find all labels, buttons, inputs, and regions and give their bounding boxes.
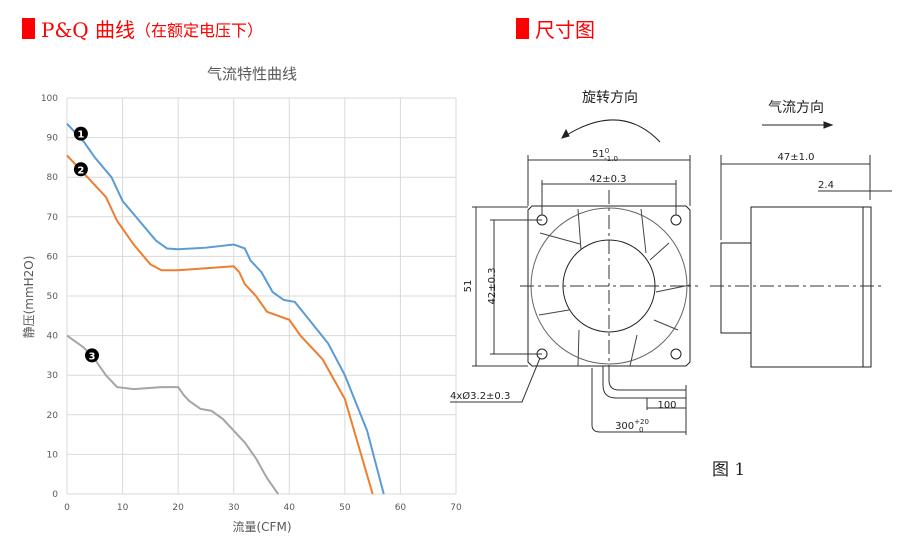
series-line-2 xyxy=(66,154,374,495)
x-tick-label: 10 xyxy=(117,503,129,513)
dim-mount-holes: 4xØ3.2±0.3 xyxy=(450,390,510,402)
y-tick-label: 20 xyxy=(47,411,59,421)
x-tick-label: 50 xyxy=(339,503,351,513)
y-tick-label: 40 xyxy=(47,332,59,342)
rotation-label: 旋转方向 xyxy=(582,90,638,106)
x-axis-label: 流量(CFM) xyxy=(233,520,292,534)
dim-width: 510-1.0 xyxy=(592,147,618,163)
pq-subtitle: （在额定电压下） xyxy=(135,20,264,40)
dimension-drawing: 旋转方向 气流方向 510-1.0 42±0.3 51 42±0.3 4xØ3.… xyxy=(450,90,892,435)
dim-hole-spacing: 42±0.3 xyxy=(589,174,626,185)
x-tick-label: 30 xyxy=(228,503,240,513)
y-tick-label: 50 xyxy=(47,292,59,302)
y-tick-label: 90 xyxy=(47,134,59,144)
y-tick-label: 100 xyxy=(41,94,58,104)
dim-strip-length: 100 xyxy=(657,400,676,411)
series-line-1 xyxy=(66,123,385,495)
dimension-title: 尺寸图 xyxy=(535,18,595,42)
y-tick-label: 70 xyxy=(47,213,59,223)
x-tick-label: 70 xyxy=(450,503,462,513)
y-tick-label: 10 xyxy=(47,450,59,460)
pq-title: P&Q 曲线 xyxy=(41,18,136,42)
rotation-arrow-icon xyxy=(561,119,661,143)
y-tick-label: 30 xyxy=(47,371,59,381)
dim-height: 51 xyxy=(463,280,474,293)
x-tick-label: 40 xyxy=(284,503,296,513)
series-marker-2 xyxy=(73,162,88,177)
rotation-arrowhead xyxy=(561,128,570,139)
series-label-3: 3 xyxy=(89,351,96,362)
y-tick-label: 0 xyxy=(52,490,58,500)
series-marker-1 xyxy=(73,126,88,141)
dimension-heading: 尺寸图 xyxy=(516,14,595,43)
dim-flange: 2.4 xyxy=(818,180,834,191)
dim-depth: 47±1.0 xyxy=(777,152,814,163)
heading-marker xyxy=(516,18,529,39)
pq-chart: 气流特性曲线 0 10 20 30 40 50 60 70 80 90 100 0 10 20 30 40 50… xyxy=(22,65,462,534)
series-marker-3 xyxy=(85,348,100,363)
pq-heading: P&Q 曲线 （在额定电压下） xyxy=(22,14,263,43)
y-axis-label: 静压(mmH2O) xyxy=(22,256,36,339)
series-line-3 xyxy=(66,334,279,495)
x-tick-label: 20 xyxy=(172,503,184,513)
x-tick-label: 60 xyxy=(395,503,407,513)
y-tick-label: 60 xyxy=(47,252,59,262)
y-tick-label: 80 xyxy=(47,173,59,183)
chart-title: 气流特性曲线 xyxy=(207,65,297,83)
figure-caption: 图 1 xyxy=(712,460,746,480)
x-tick-label: 0 xyxy=(64,503,70,513)
airflow-label: 气流方向 xyxy=(768,100,824,116)
series-label-2: 2 xyxy=(77,165,84,176)
dim-hole-spacing-vertical: 42±0.3 xyxy=(487,267,498,304)
series-label-1: 1 xyxy=(77,130,84,141)
heading-marker xyxy=(22,18,35,39)
